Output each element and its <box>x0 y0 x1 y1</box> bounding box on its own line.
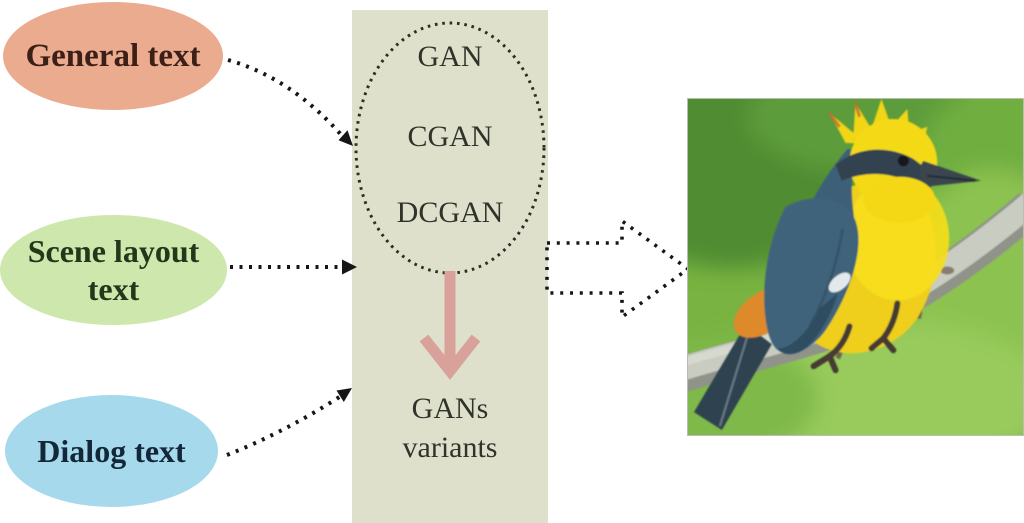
input-node-general-text: General text <box>3 2 223 110</box>
eye <box>897 155 909 167</box>
input-node-label: General text <box>25 38 201 74</box>
generated-bird-image <box>687 98 1024 436</box>
connector-general-text <box>227 58 353 146</box>
input-node-label-line1: Scene layout <box>27 233 200 269</box>
wing-dark <box>777 293 838 355</box>
variants-label-line1: GANs <box>411 392 489 425</box>
wing <box>764 198 859 354</box>
bird-illustration <box>688 99 1023 435</box>
input-node-dialog-text: Dialog text <box>5 395 218 507</box>
connector-dialog-text <box>226 388 352 457</box>
arrowhead <box>338 130 353 146</box>
output-block-arrow <box>545 217 692 321</box>
input-node-scene-layout-text: Scene layout text <box>0 215 227 325</box>
tail <box>693 324 772 431</box>
input-node-label-line2: text <box>87 271 140 307</box>
bird <box>693 99 982 431</box>
connector-scene-layout-text <box>230 259 357 275</box>
variants-label-line2: variants <box>402 431 498 464</box>
input-node-label: Dialog text <box>37 433 186 469</box>
model-label-gan: GAN <box>417 40 483 73</box>
throat <box>863 176 936 223</box>
white-shoulder-patch <box>828 272 851 293</box>
model-label-dcgan: DCGAN <box>396 196 504 229</box>
arrowhead <box>336 388 352 402</box>
feet <box>810 300 901 374</box>
model-label-cgan: CGAN <box>407 120 493 153</box>
